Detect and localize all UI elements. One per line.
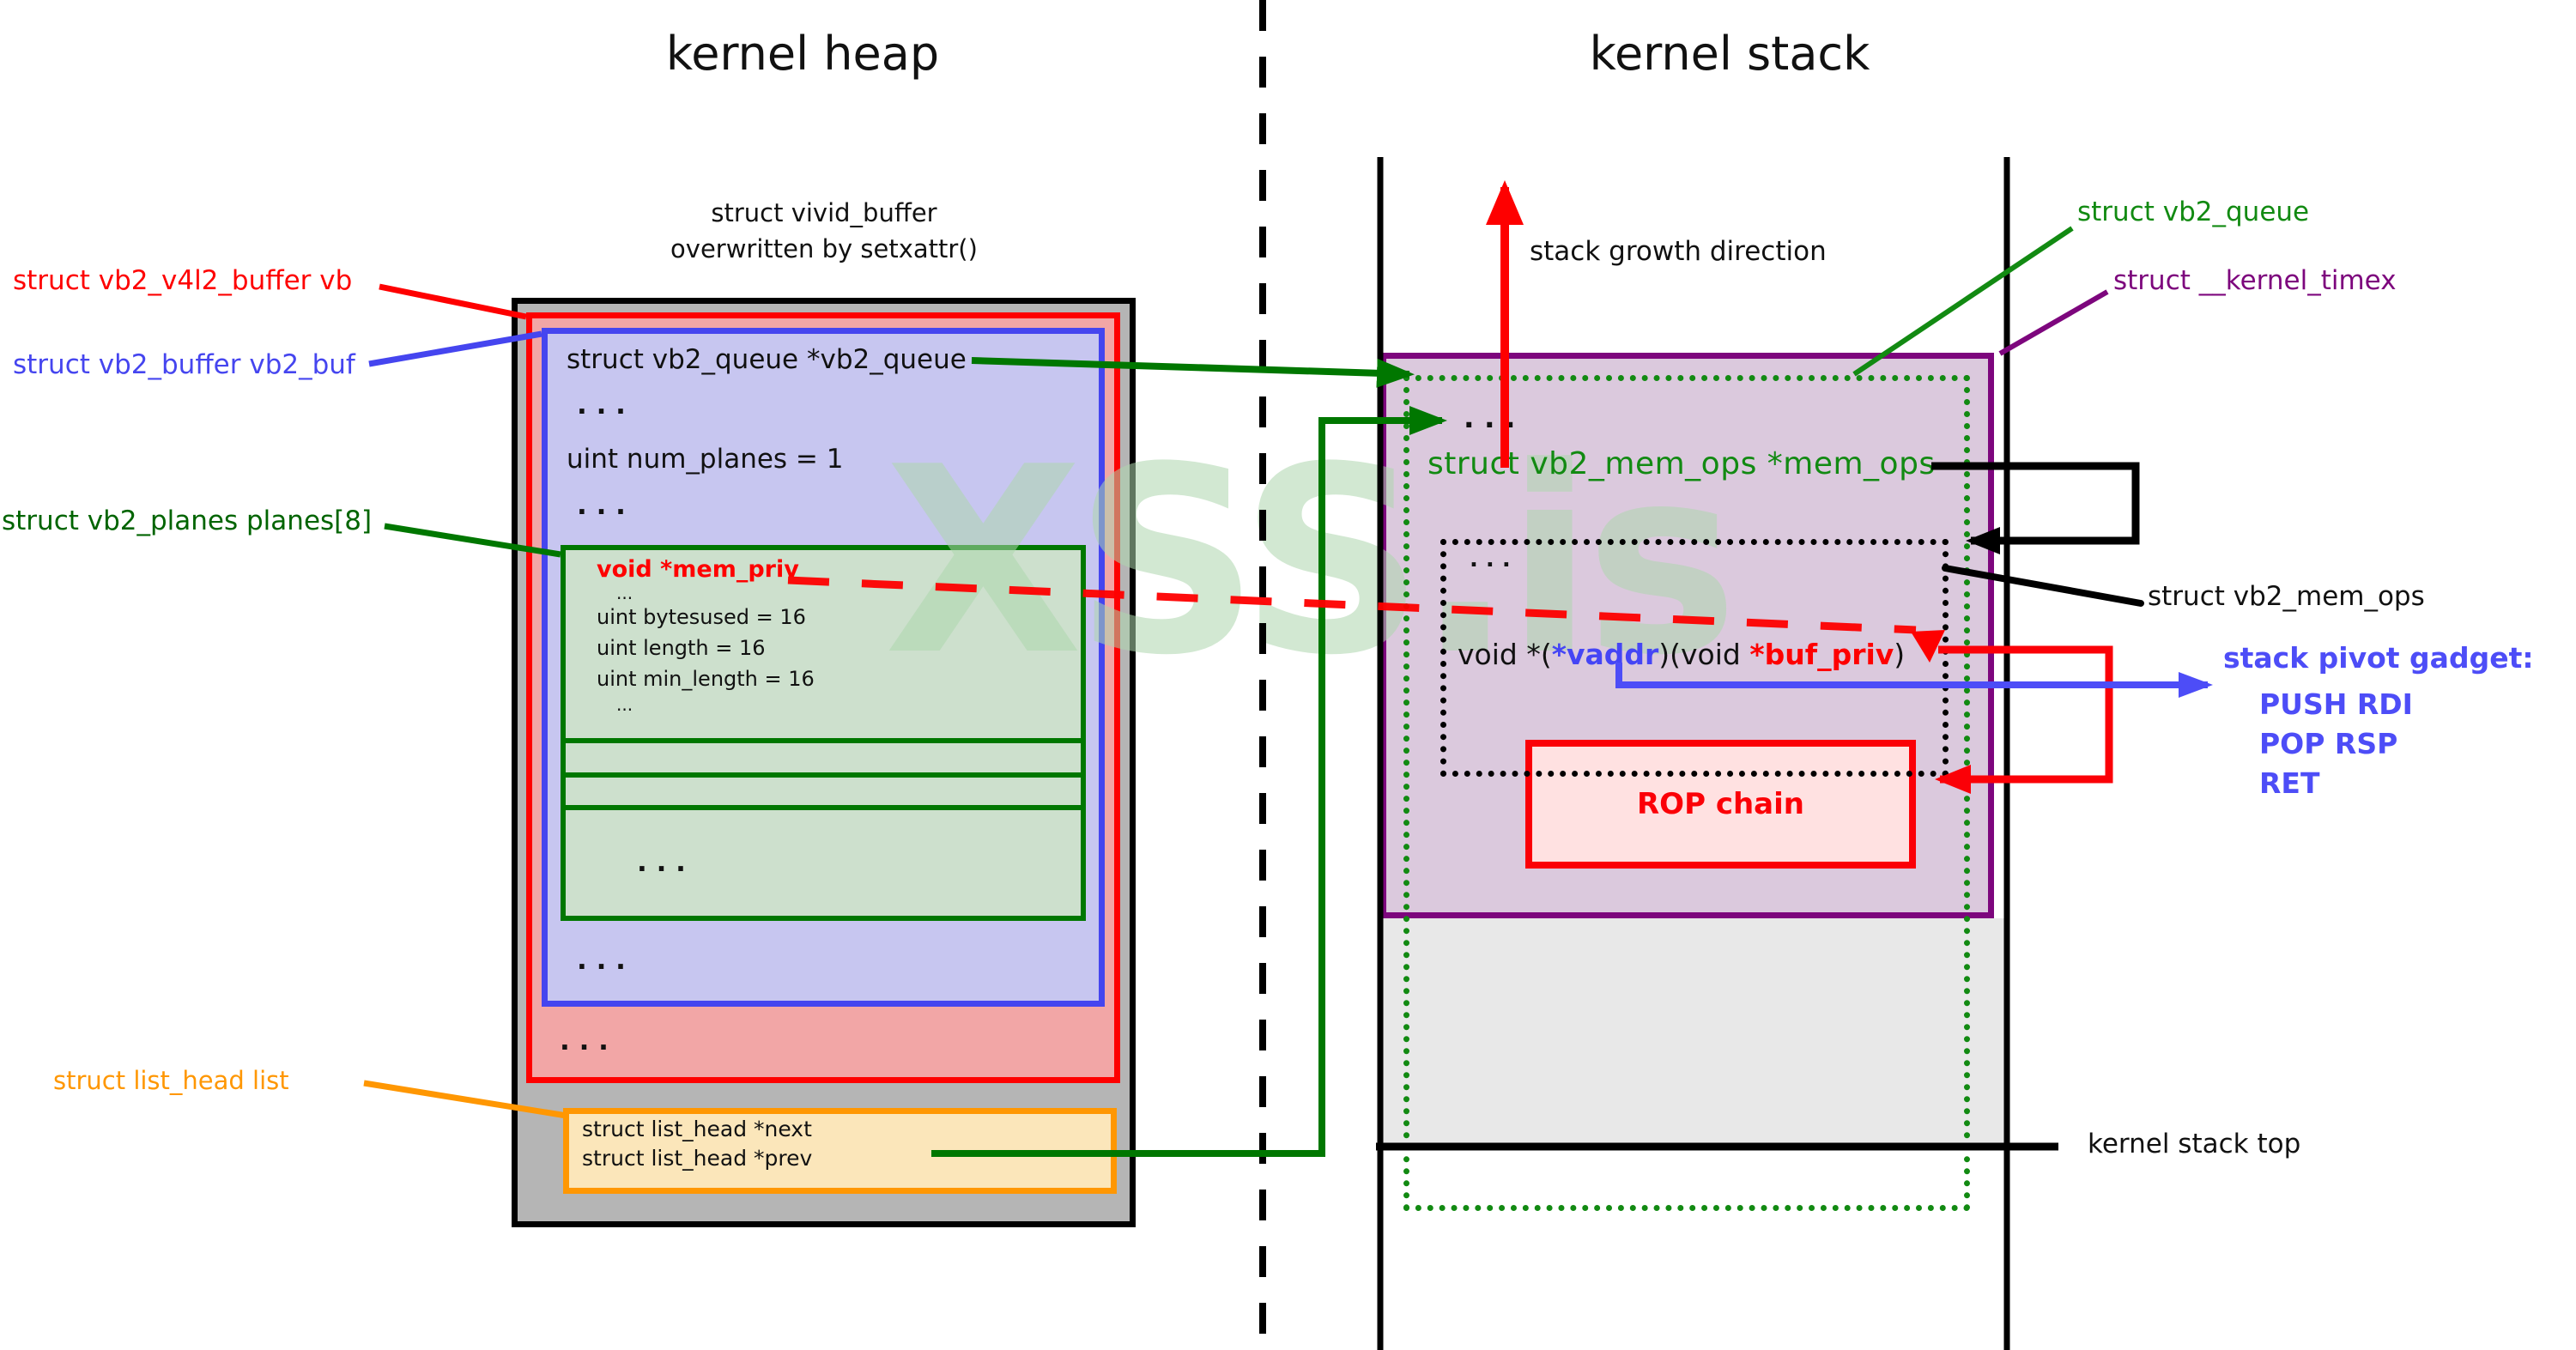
heap-caption-line1: struct vivid_buffer [711,198,937,227]
pivot-gadget-line-2: POP RSP [2259,727,2398,760]
planes-dots-1: ... [616,583,633,603]
vaddr-ptr: *vaddr [1551,638,1659,671]
row-min-length: uint min_length = 16 [597,667,815,691]
label-vb2-v4l2-buffer: struct vb2_v4l2_buffer vb [13,265,353,296]
vb2-planes-divider-3 [562,805,1084,810]
planes-section-dots: . . . [637,847,686,878]
pivot-gadget-title: stack pivot gadget: [2223,641,2534,675]
rop-chain-box: ROP chain [1525,740,1916,869]
dots-row-4: . . . [560,1026,609,1056]
stack-title: kernel stack [1589,27,1870,81]
row-mem-priv: void *mem_priv [597,556,799,583]
label-vb2-buffer: struct vb2_buffer vb2_buf [13,349,355,380]
pivot-gadget-line-3: RET [2259,766,2320,800]
vb2-planes-divider-2 [562,772,1084,778]
vb2-queue-dotted-box [1403,375,1970,1211]
label-stack-vb2-queue: struct vb2_queue [2077,197,2310,227]
label-list-head: struct list_head list [53,1066,289,1095]
vaddr-mid: )(void [1658,638,1750,671]
connector-vb-label [379,283,527,320]
stack-growth-label: stack growth direction [1530,236,1827,267]
pivot-gadget-line-1: PUSH RDI [2259,687,2413,721]
stack-dots-row: . . . [1464,401,1516,434]
stack-row-mem-ops: struct vb2_mem_ops *mem_ops [1427,446,1936,481]
connector-timex-label [1998,289,2109,356]
dots-row-2: . . . [577,490,626,521]
row-list-next: struct list_head *next [582,1117,812,1141]
dots-row-1: . . . [577,390,626,421]
label-vb2-planes: struct vb2_planes planes[8] [2,505,373,536]
row-bytesused: uint bytesused = 16 [597,605,806,629]
label-kernel-stack-top: kernel stack top [2088,1129,2301,1159]
rop-chain-label: ROP chain [1636,787,1804,821]
heap-title: kernel heap [665,27,940,81]
row-list-prev: struct list_head *prev [582,1146,813,1171]
row-num-planes: uint num_planes = 1 [567,444,844,475]
label-kernel-timex: struct __kernel_timex [2113,265,2397,296]
row-vb2-queue-ptr: struct vb2_queue *vb2_queue [567,344,967,375]
vb2-planes-divider-1 [562,738,1084,743]
planes-dots-2: ... [616,694,633,715]
label-struct-vb2-mem-ops: struct vb2_mem_ops [2148,581,2425,612]
vaddr-post: ) [1894,638,1906,671]
row-length: uint length = 16 [597,636,766,660]
buf-priv: *buf_priv [1749,638,1894,671]
dots-row-3: . . . [577,945,626,976]
stack-inner-dots: . . . [1470,547,1511,572]
stack-gray-region [1380,918,2007,1147]
stack-row-vaddr: void *(*vaddr)(void *buf_priv) [1458,639,1905,671]
vaddr-pre: void *( [1458,638,1552,671]
heap-caption-line2: overwritten by setxattr() [670,234,978,263]
